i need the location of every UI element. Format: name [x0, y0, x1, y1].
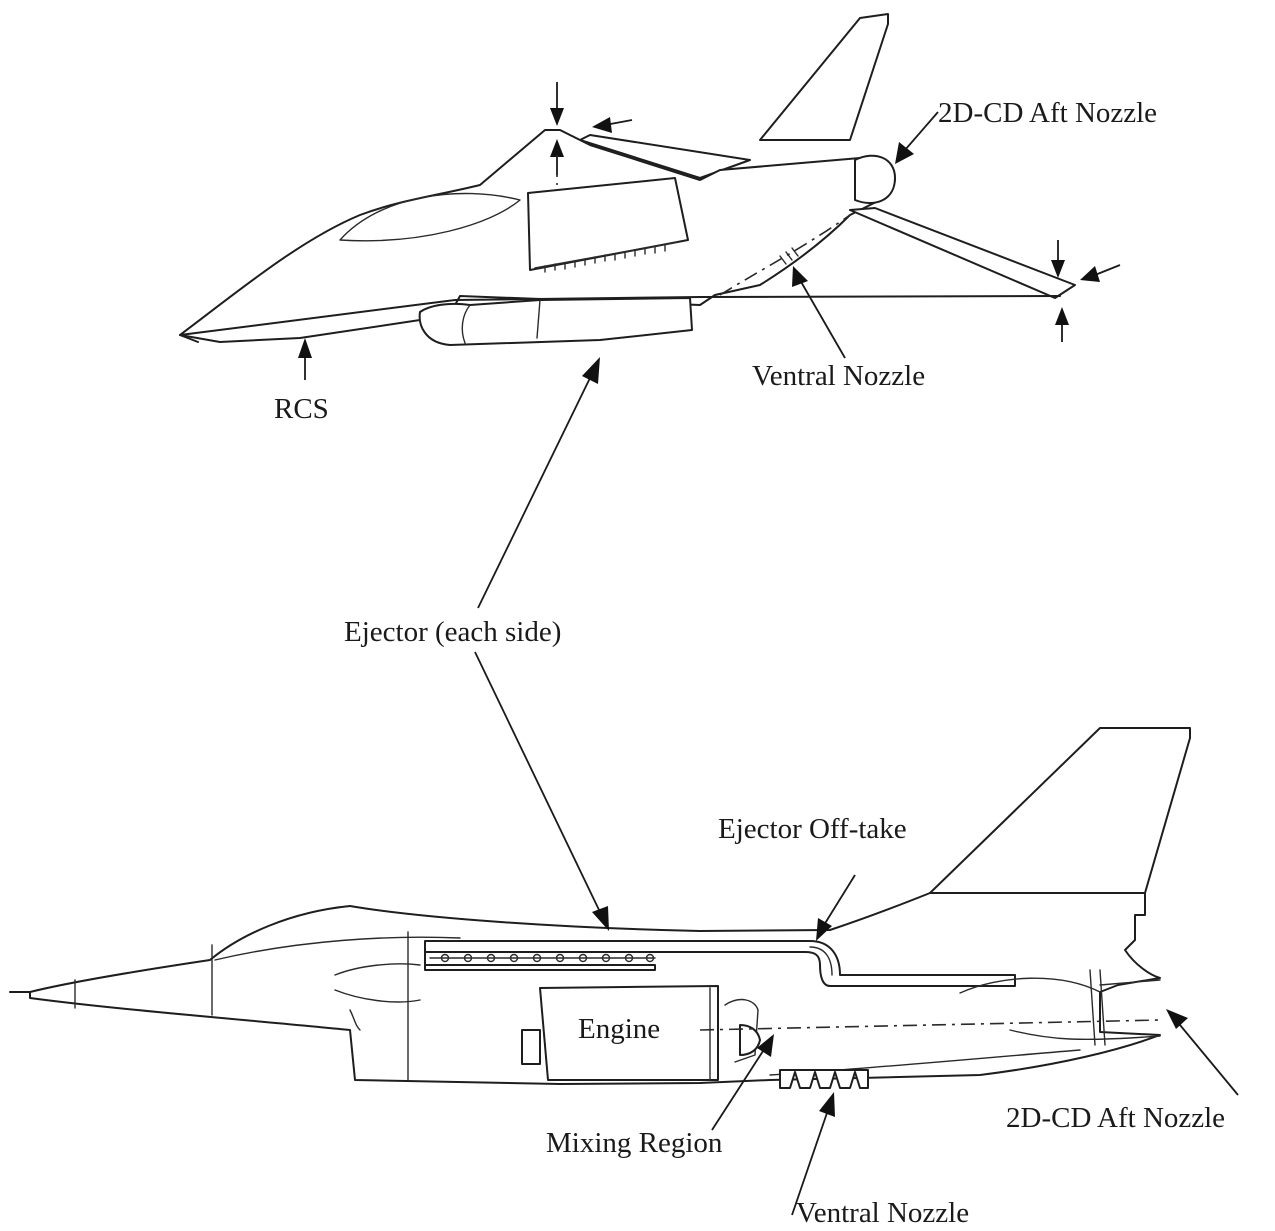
label-mixing-region: Mixing Region [546, 1127, 723, 1159]
engine-centerline [699, 1019, 1161, 1031]
top-ejector-slots [534, 241, 679, 269]
top-near-wing [849, 207, 1076, 299]
label-rcs: RCS [274, 393, 329, 425]
bottom-canopy [214, 936, 461, 961]
bottom-vertical-tail [929, 727, 1191, 894]
top-far-wing [579, 134, 751, 179]
label-ejector-offtake: Ejector Off-take [718, 813, 907, 845]
label-aft-nozzle-bottom: 2D-CD Aft Nozzle [1006, 1102, 1225, 1134]
top-canopy [339, 192, 521, 242]
ventral-nozzle-teeth [779, 1069, 869, 1089]
callout-leaders [474, 111, 1239, 1216]
top-intake-nacelle [418, 297, 693, 346]
label-ejector-each-side: Ejector (each side) [344, 616, 561, 648]
top-ejector-slot-ticks [544, 244, 666, 273]
ejector-nozzle-row [429, 953, 656, 963]
label-ventral-nozzle-top: Ventral Nozzle [752, 360, 925, 392]
engine-box [539, 985, 719, 1081]
top-thrust-arrows [298, 82, 1121, 380]
bottom-ejector-duct [424, 940, 1016, 987]
bottom-aircraft-cutaway [9, 727, 1191, 1089]
top-aircraft-view [179, 13, 1076, 346]
label-ventral-nozzle-bottom: Ventral Nozzle [796, 1197, 969, 1229]
label-engine: Engine [578, 1013, 660, 1045]
top-vertical-tail [759, 13, 889, 141]
top-aft-nozzle-shape [854, 154, 896, 204]
label-aft-nozzle-top: 2D-CD Aft Nozzle [938, 97, 1157, 129]
